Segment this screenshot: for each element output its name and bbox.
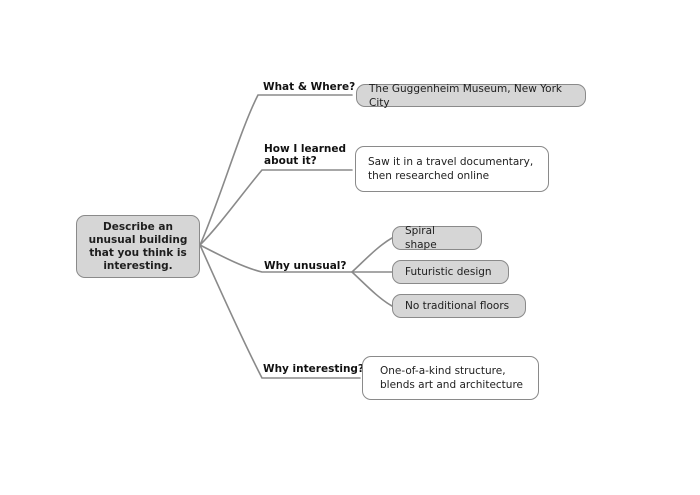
- connector-spiral: [351, 237, 393, 273]
- branch-label-why-interesting: Why interesting?: [263, 363, 365, 375]
- node-guggenheim: The Guggenheim Museum, New York City: [356, 83, 586, 109]
- node-no-traditional-floors: No traditional floors: [392, 294, 526, 318]
- central-topic-node: Describe an unusual building that you th…: [76, 215, 200, 278]
- connector-what-where: [199, 94, 353, 246]
- branch-label-what-where: What & Where?: [263, 81, 356, 93]
- node-spiral-shape: Spiral shape: [392, 225, 482, 251]
- branch-label-how-learned: How I learned about it?: [264, 143, 347, 167]
- node-travel-documentary: Saw it in a travel documentary, then res…: [355, 146, 549, 192]
- node-one-of-a-kind: One-of-a-kind structure, blends art and …: [362, 356, 539, 400]
- connector-no-floors: [351, 271, 393, 307]
- connector-why-interesting: [199, 244, 361, 379]
- connector-how-learned: [199, 169, 353, 246]
- node-futuristic-design: Futuristic design: [392, 260, 509, 284]
- branch-label-why-unusual: Why unusual?: [264, 260, 347, 272]
- connector-why-unusual: [199, 244, 353, 273]
